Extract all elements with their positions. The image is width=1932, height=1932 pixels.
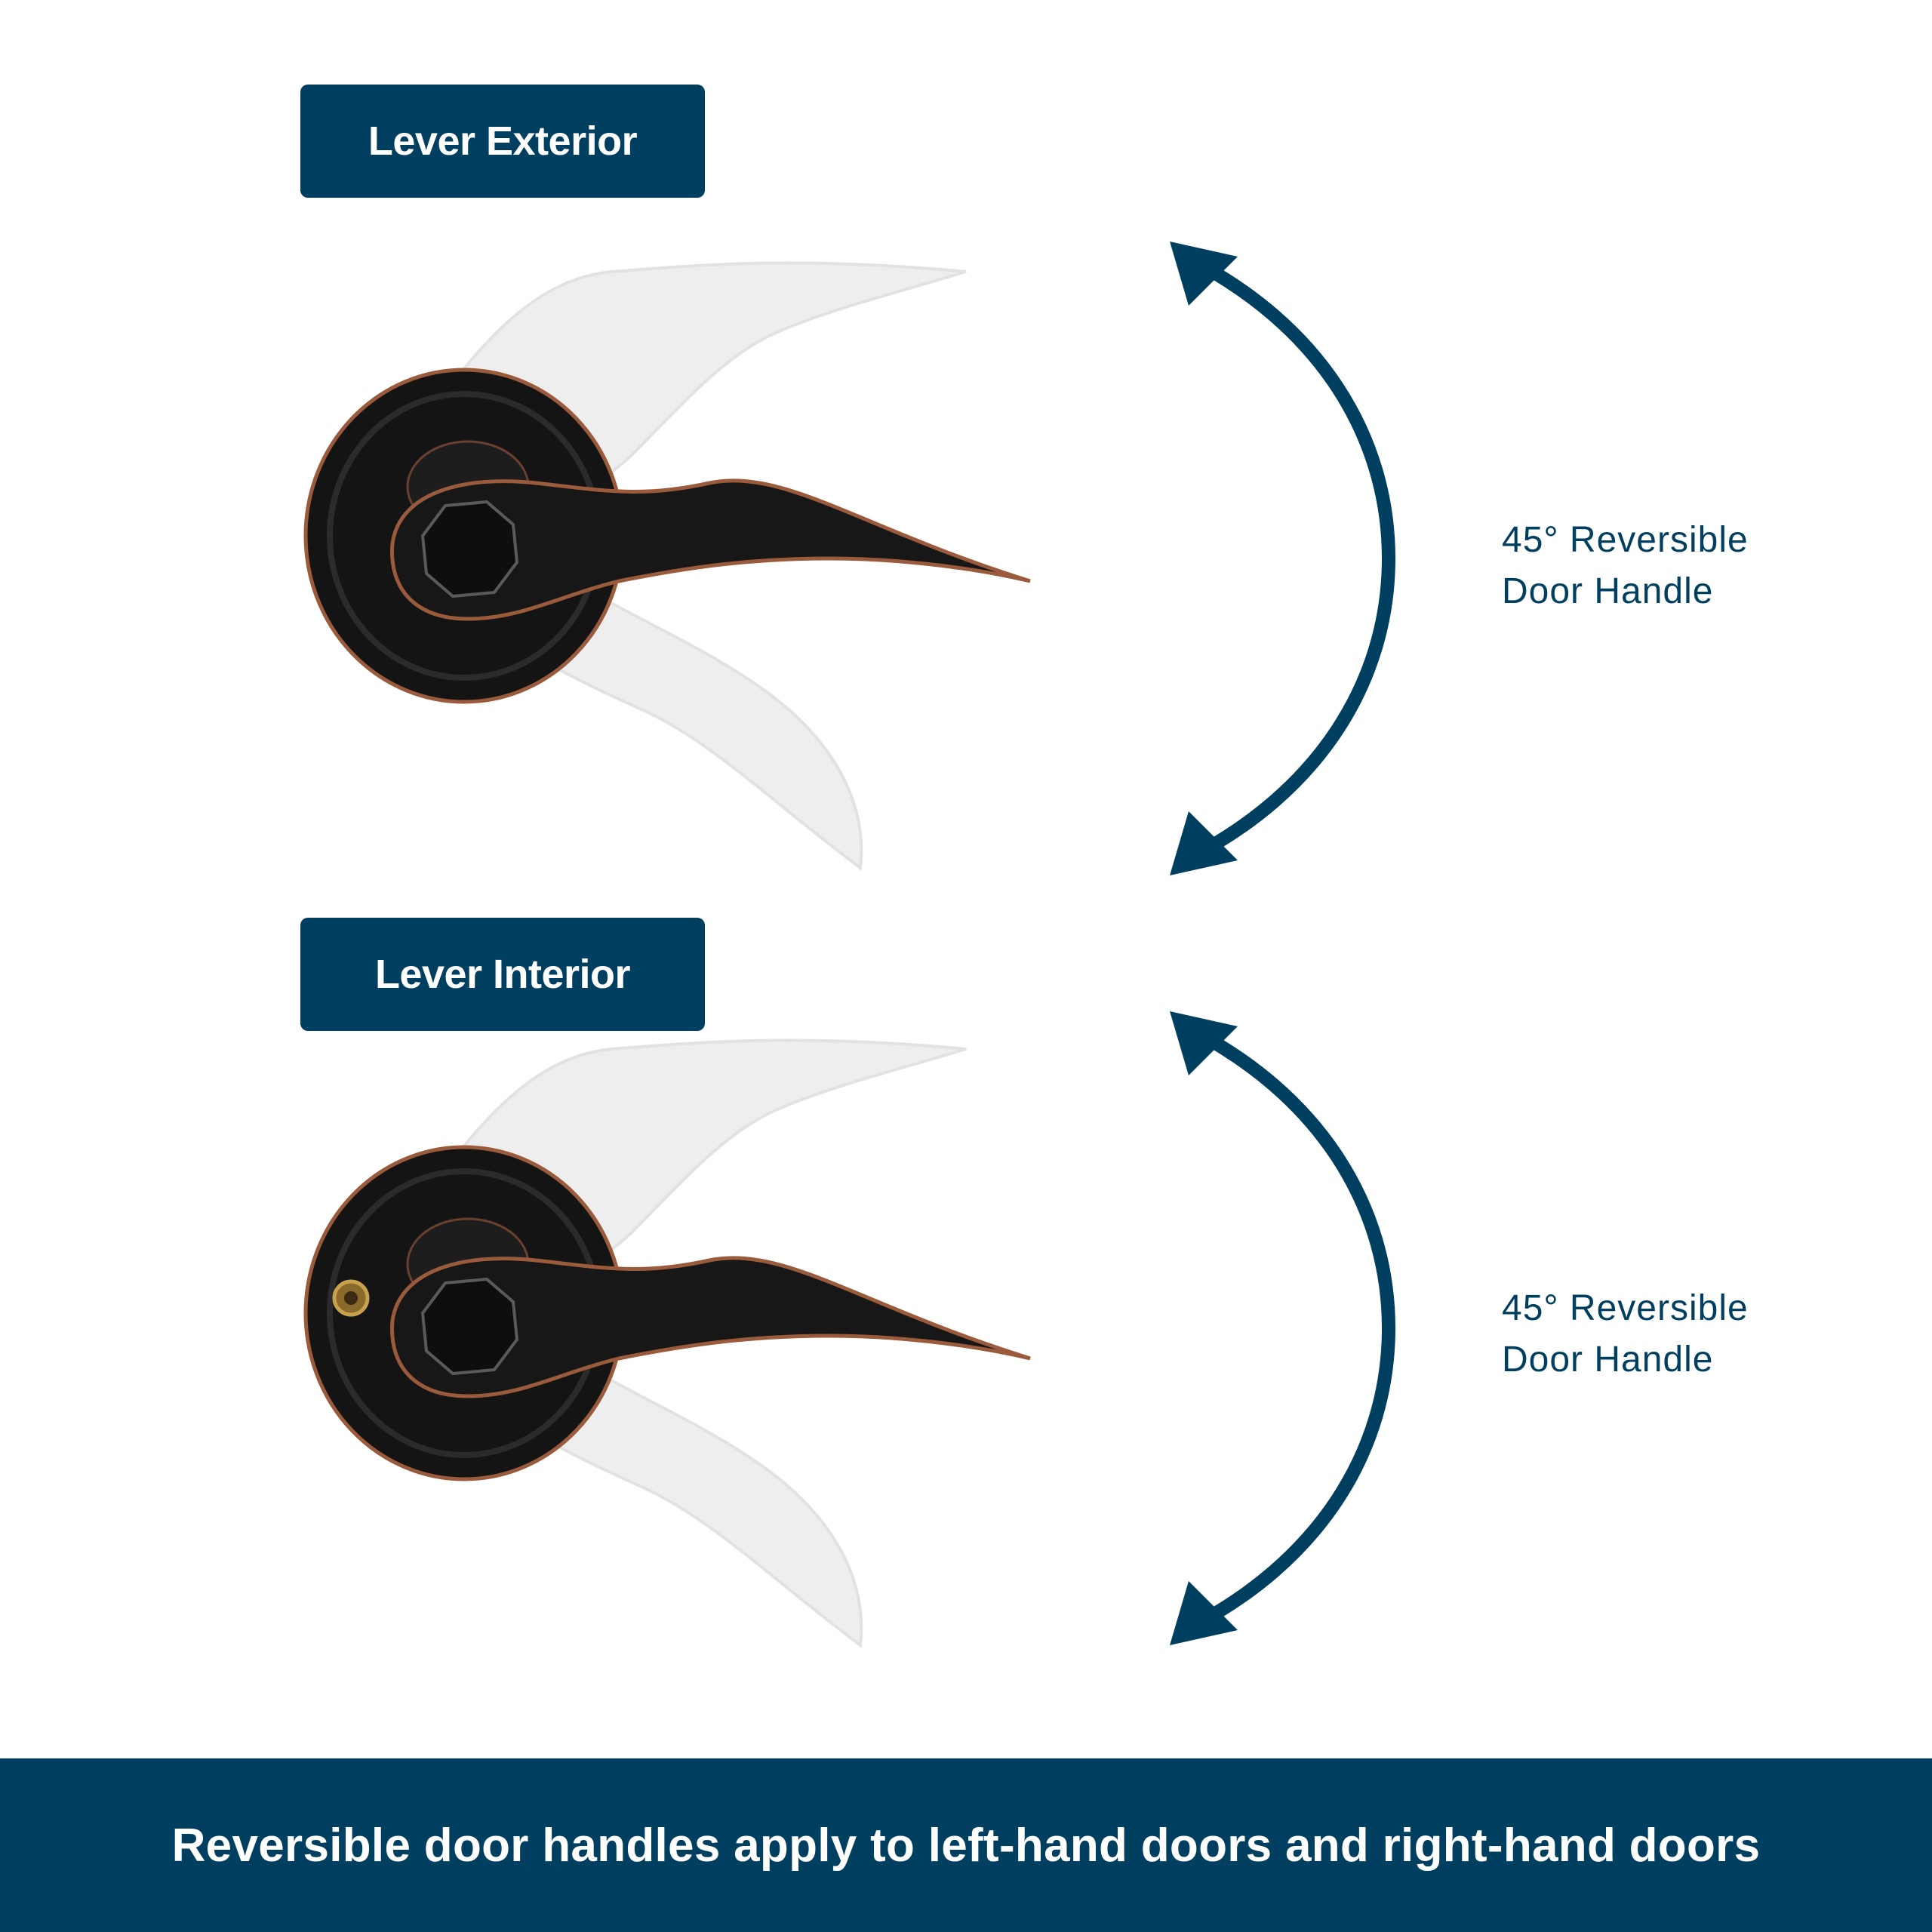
feature-line-1: 45° Reversible xyxy=(1502,520,1749,560)
lever-interior-label: Lever Interior xyxy=(300,918,705,1031)
footer-banner: Reversible door handles apply to left-ha… xyxy=(0,1758,1932,1932)
feature-text-top: 45° Reversible Door Handle xyxy=(1502,515,1894,617)
feature-line-1: 45° Reversible xyxy=(1502,1288,1749,1328)
rotation-arrow-top xyxy=(1170,242,1396,875)
footer-text: Reversible door handles apply to left-ha… xyxy=(171,1819,1761,1872)
rotation-arrow-bottom xyxy=(1170,1011,1396,1645)
feature-line-2: Door Handle xyxy=(1502,1340,1714,1380)
feature-text-bottom: 45° Reversible Door Handle xyxy=(1502,1283,1894,1386)
interior-lever-image xyxy=(303,1038,1031,1648)
feature-line-2: Door Handle xyxy=(1502,571,1714,611)
exterior-lever-image xyxy=(303,261,1031,871)
lever-exterior-label: Lever Exterior xyxy=(300,85,705,198)
